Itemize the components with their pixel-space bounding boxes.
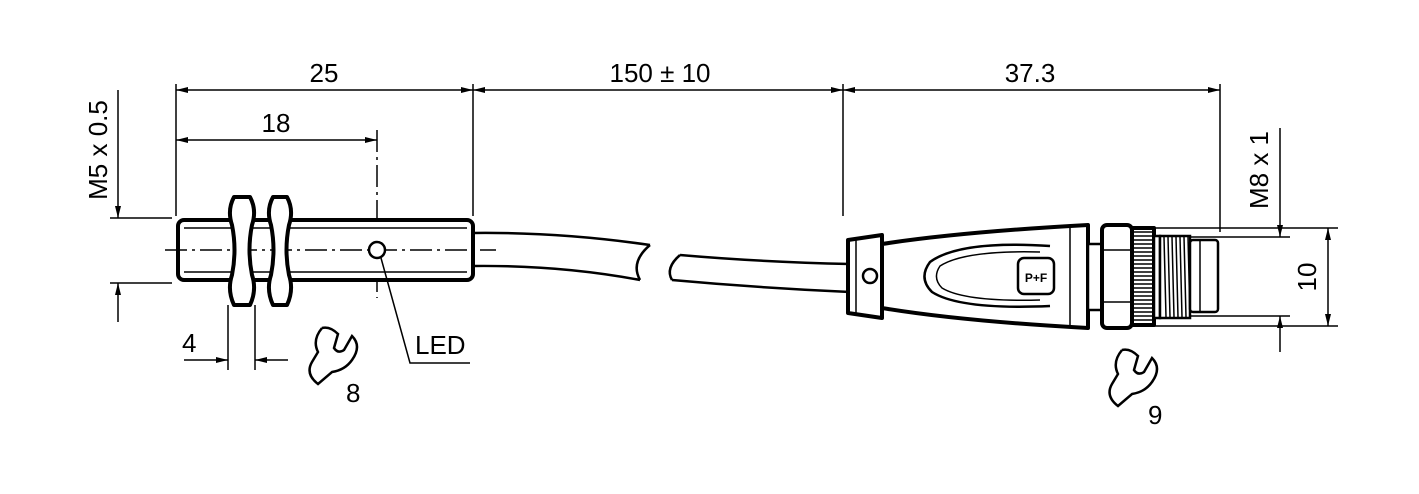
dimension-10: 10 (1154, 227, 1338, 327)
hex-nut (227, 195, 294, 307)
wrench-size-9: 9 (1148, 400, 1162, 430)
dimension-10-label: 10 (1292, 263, 1322, 292)
dimension-25-label: 25 (310, 58, 339, 88)
brand-logo (1016, 256, 1056, 296)
led-indicator (367, 240, 387, 260)
cable (472, 231, 851, 294)
wrench-icon: 9 (1108, 348, 1162, 430)
sensor-body (165, 218, 496, 282)
brand-logo-text: P+F (1025, 271, 1047, 285)
wrench-size-8: 8 (346, 378, 360, 408)
extension-lines (175, 84, 1221, 232)
dimension-150-label: 150 ± 10 (609, 58, 710, 88)
dimension-150: 150 ± 10 (473, 58, 843, 93)
led-label: LED (415, 330, 466, 360)
led-callout: LED (380, 257, 470, 364)
dimension-37-3-label: 37.3 (1005, 58, 1056, 88)
dimension-m8-label: M8 x 1 (1244, 131, 1274, 209)
connector: P+F (846, 223, 1220, 330)
dimension-m5-label: M5 x 0.5 (83, 100, 113, 200)
dimension-4-label: 4 (182, 328, 196, 358)
dimension-25: 25 (176, 58, 473, 93)
wrench-icon: 8 (308, 326, 360, 408)
dimension-4: 4 (182, 305, 288, 370)
dimension-18-label: 18 (262, 108, 291, 138)
dimension-37-3: 37.3 (843, 58, 1220, 93)
dimension-m8: M8 x 1 (1190, 128, 1290, 352)
dimension-m5: M5 x 0.5 (83, 90, 172, 322)
